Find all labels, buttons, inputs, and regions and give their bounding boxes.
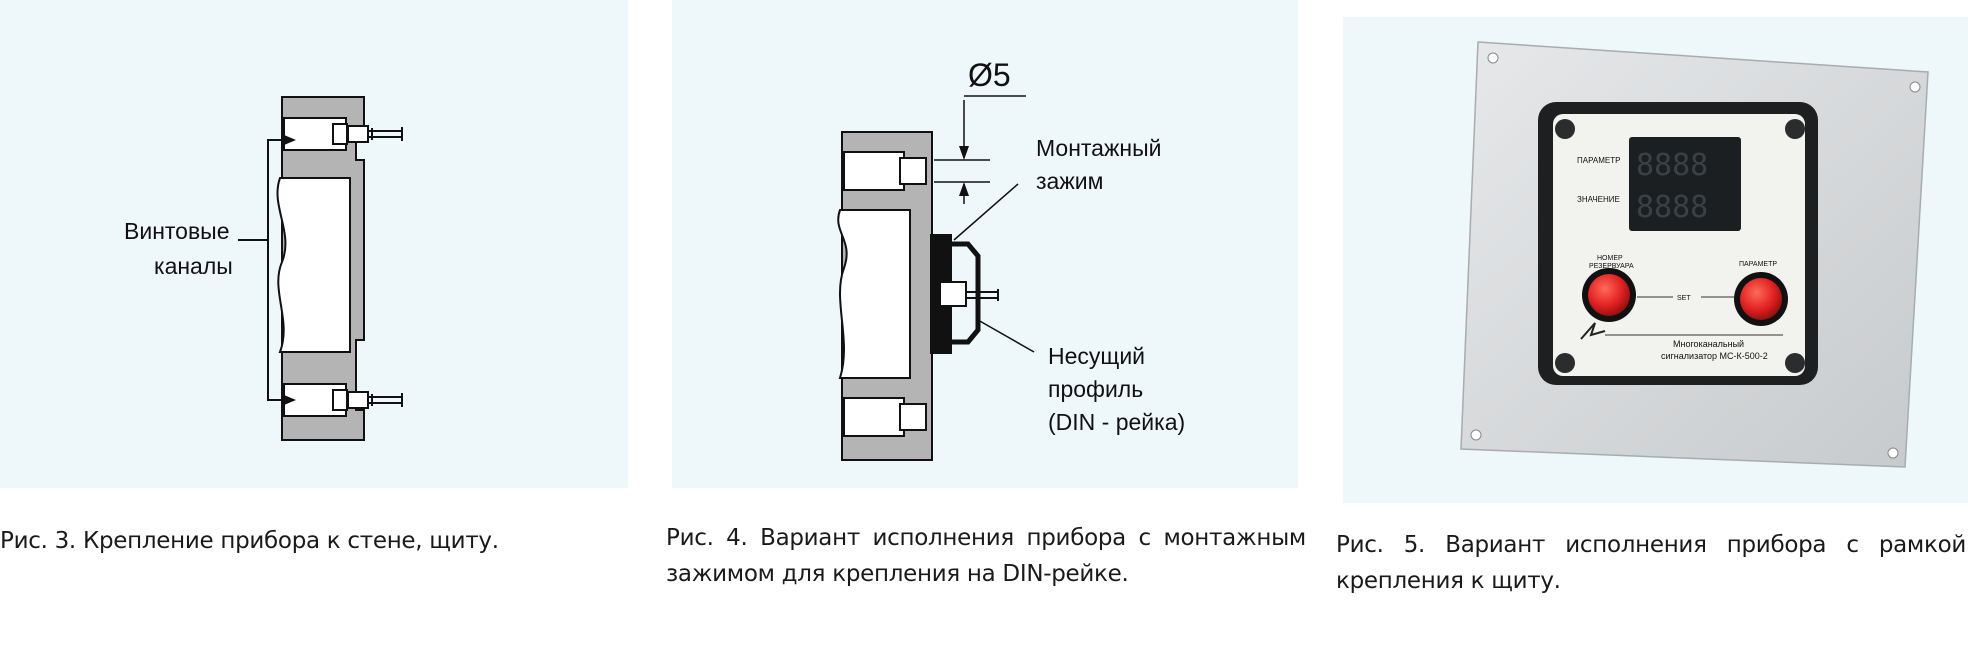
model-label-1: Многоканальный <box>1673 339 1744 349</box>
leader-bracket <box>267 139 286 401</box>
figure-5-caption: Рис. 5. Вариант исполнения прибора с рам… <box>1336 532 1966 594</box>
plate-hole <box>1470 429 1482 441</box>
figure-4-panel: Ø5 Монтажный зажим Несущий профиль (DIN … <box>672 0 1298 488</box>
panel-frame-photo: 8888 8888 ПАРАМЕТР ЗНАЧЕНИЕ НОМЕР РЕЗЕРВ… <box>1460 41 1929 468</box>
set-label: SET <box>1677 295 1691 302</box>
plate-hole <box>1887 447 1899 459</box>
tank-number-label-1: НОМЕР <box>1597 255 1623 262</box>
param-label: ПАРАМЕТР <box>1577 156 1620 165</box>
tank-number-label-2: РЕЗЕРВУАРА <box>1589 263 1634 270</box>
dimension-label: Ø5 <box>968 57 1011 93</box>
figure-3-caption: Рис. 3. Крепление прибора к стене, щиту. <box>0 528 499 554</box>
param-button-label: ПАРАМЕТР <box>1739 261 1777 268</box>
wall-mount-drawing: Винтовые каналы <box>124 96 403 441</box>
rail-label-1: Несущий <box>1048 343 1145 369</box>
display-top-digits: 8888 <box>1636 148 1708 183</box>
plate-hole <box>1909 81 1921 93</box>
figure-5-panel: 8888 8888 ПАРАМЕТР ЗНАЧЕНИЕ НОМЕР РЕЗЕРВ… <box>1343 17 1968 503</box>
led-display <box>1629 137 1741 231</box>
housing-cavity <box>837 209 911 379</box>
screw-channels-label-1: Винтовые <box>124 218 230 244</box>
plate-hole <box>1487 52 1499 64</box>
value-label: ЗНАЧЕНИЕ <box>1577 195 1620 204</box>
screw-channels-label-2: каналы <box>154 253 233 279</box>
brand-logo-icon <box>1580 322 1606 340</box>
figure-3-panel: Винтовые каналы <box>0 0 628 488</box>
rail-label-3: (DIN - рейка) <box>1048 409 1185 435</box>
figure-4-caption: Рис. 4. Вариант исполнения прибора с мон… <box>666 525 1306 587</box>
model-label-2: сигнализатор МС-К-500-2 <box>1661 351 1768 361</box>
rail-label-2: профиль <box>1048 376 1143 402</box>
clamp-label-1: Монтажный <box>1036 135 1161 161</box>
housing-cavity <box>276 177 351 353</box>
display-bottom-digits: 8888 <box>1636 190 1708 225</box>
clamp-label-2: зажим <box>1036 168 1103 194</box>
din-rail-drawing: Ø5 Монтажный зажим Несущий профиль (DIN … <box>837 57 1185 461</box>
